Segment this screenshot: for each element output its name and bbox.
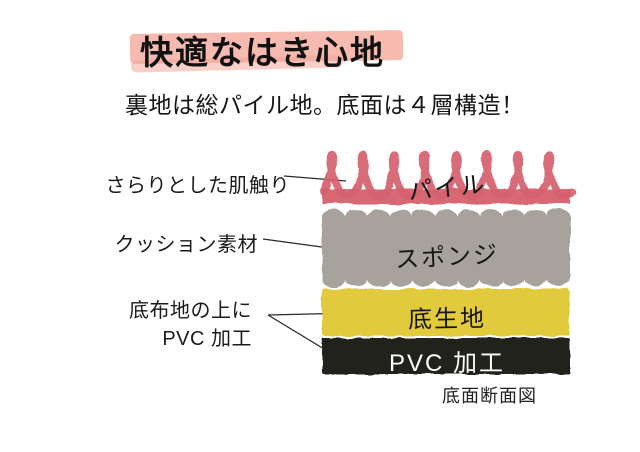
diagram-caption: 底面断面図 — [442, 386, 537, 406]
sole-cross-section-diagram: パイル スポンジ 底生地 PVC 加工 — [320, 150, 576, 377]
callout-pvc-line1: 底布地の上に — [129, 300, 252, 322]
layers-illustration — [320, 150, 576, 374]
pvc-layer-shape — [322, 338, 570, 374]
callout-cushion: クッション素材 — [114, 234, 258, 256]
base-fabric-layer-shape — [322, 289, 570, 336]
callout-pile-touch: さらりとした肌触り — [105, 175, 290, 197]
subtitle: 裏地は総パイル地。底面は４層構造！ — [125, 92, 525, 118]
page-title: 快適なはき心地 — [140, 34, 385, 71]
layer-label-pvc: PVC 加工 — [388, 350, 505, 377]
callout-line-pvc — [267, 314, 330, 353]
title-block: 快適なはき心地 — [0, 0, 640, 90]
callout-pvc-line2: PVC 加工 — [162, 328, 252, 350]
layer-label-base-fabric: 底生地 — [407, 305, 487, 334]
callout-pvc: 底布地の上に PVC 加工 — [60, 297, 252, 353]
pile-band-shape — [322, 189, 570, 204]
sponge-layer-shape — [322, 208, 570, 288]
